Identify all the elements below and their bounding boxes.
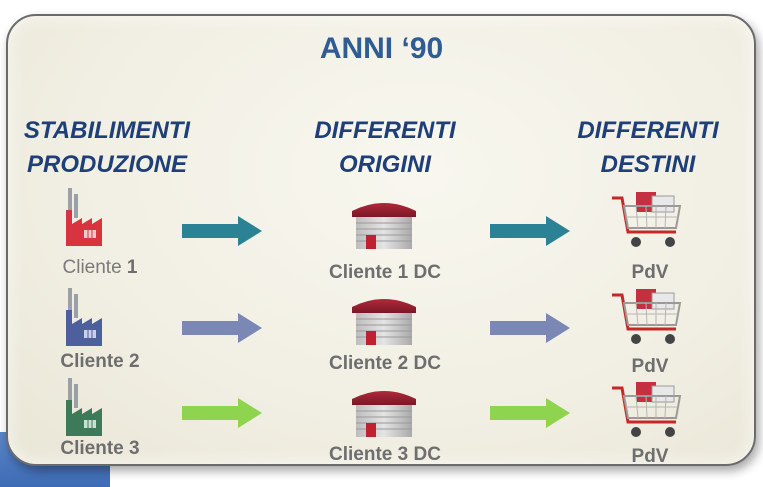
- arrow-right-icon: [182, 398, 262, 428]
- factory-label-1-number: 1: [126, 257, 138, 278]
- column-heading-origins: DIFFERENTI ORIGINI: [280, 114, 490, 182]
- diagram-title: ANNI ‘90: [319, 32, 444, 65]
- column-heading-sources-line1: STABILIMENTI: [23, 117, 191, 144]
- factory-label-3: Cliente 3: [60, 438, 140, 459]
- arrow-right-icon: [182, 216, 262, 246]
- warehouse-label-3: Cliente 3 DC: [329, 444, 441, 465]
- store-label-2: PdV: [631, 356, 669, 377]
- shopping-cart-icon: [612, 289, 682, 344]
- factory-label-1-prefix: Cliente: [62, 257, 127, 278]
- column-heading-origins-line2: ORIGINI: [338, 151, 431, 178]
- column-heading-destinations-line2: DESTINI: [600, 151, 696, 178]
- column-heading-destinations: DIFFERENTI DESTINI: [548, 114, 748, 182]
- shopping-cart-icon: [612, 192, 682, 247]
- warehouse-icon: [352, 391, 416, 437]
- factory-icon: [66, 378, 102, 436]
- column-heading-destinations-line1: DIFFERENTI: [577, 117, 719, 144]
- column-heading-origins-line1: DIFFERENTI: [314, 117, 456, 144]
- arrow-right-icon: [182, 313, 262, 343]
- shopping-cart-icon: [612, 382, 682, 437]
- column-heading-sources-line2: PRODUZIONE: [26, 151, 187, 178]
- factory-icon: [66, 288, 102, 346]
- factory-label-1: Cliente 1: [40, 257, 160, 279]
- warehouse-icon: [352, 299, 416, 345]
- store-label-3: PdV: [631, 446, 669, 467]
- factory-label-2: Cliente 2: [60, 351, 140, 372]
- arrow-right-icon: [490, 398, 570, 428]
- arrow-right-icon: [490, 216, 570, 246]
- arrow-right-icon: [490, 313, 570, 343]
- warehouse-icon: [352, 203, 416, 249]
- factory-icon: [66, 188, 102, 246]
- warehouse-label-1: Cliente 1 DC: [329, 262, 441, 283]
- store-label-1: PdV: [631, 262, 669, 283]
- warehouse-label-2: Cliente 2 DC: [329, 353, 441, 374]
- column-heading-sources: STABILIMENTI PRODUZIONE: [0, 114, 214, 182]
